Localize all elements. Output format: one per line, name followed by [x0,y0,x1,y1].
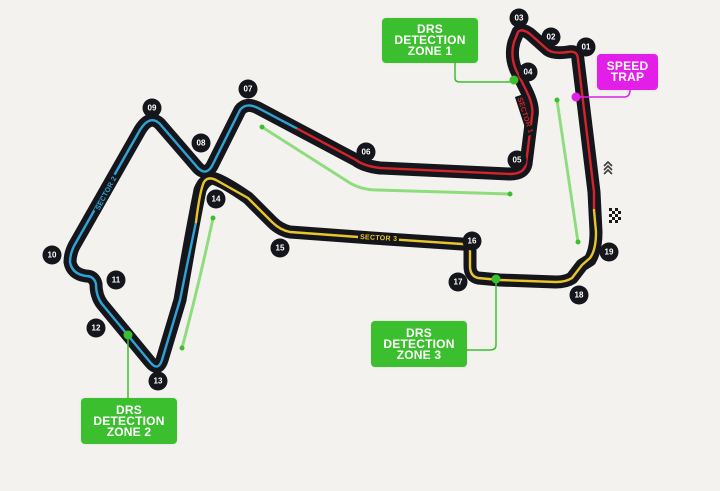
corner-marker-05: 05 [507,150,527,170]
chevrons-up-icon [603,160,613,175]
drs-detection-points [123,75,519,340]
drs-zone-1-line [260,125,512,196]
drs-connectors [127,63,514,398]
drs-3-line-2: DETECTION [383,336,455,351]
corner-marker-04: 04 [518,62,538,82]
corner-marker-14: 14 [206,189,226,209]
corner-marker-17: 17 [448,272,468,292]
corner-marker-11: 11 [106,270,126,290]
corner-marker-08: 08 [191,133,211,153]
corner-marker-02: 02 [541,27,561,47]
corner-marker-03: 03 [509,8,529,28]
drs-2-line-3: ZONE 2 [106,424,152,439]
drs-detection-zone-1-label: DRS DETECTION ZONE 1 [382,18,478,63]
corner-marker-18: 18 [569,285,589,305]
sector-2-path [68,104,298,368]
drs-2-line-1: DRS [116,402,142,417]
chequered-flag-icon [609,208,621,223]
speed-trap-connector [571,89,631,102]
speed-trap-line-2: TRAP [610,70,645,84]
corner-marker-07: 07 [238,79,258,99]
drs-detection-zone-2-label: DRS DETECTION ZONE 2 [81,398,177,444]
drs-zones [180,98,580,350]
sector-3-path [194,177,598,284]
drs-3-line-3: ZONE 3 [396,347,442,362]
drs-zone-2-line [180,216,215,350]
corner-marker-12: 12 [86,318,106,338]
drs-detection-zone-3-label: DRS DETECTION ZONE 3 [371,321,467,367]
drs-3-line-1: DRS [406,325,432,340]
corner-marker-13: 13 [148,371,168,391]
drs-1-line-3: ZONE 1 [407,44,453,58]
drs-zone-endpoints [179,97,581,351]
sector-1-path [294,29,596,212]
corner-marker-01: 01 [576,37,596,57]
corner-marker-16: 16 [462,231,482,251]
corner-marker-06: 06 [356,142,376,162]
drs-1-line-1: DRS [417,22,443,36]
corner-marker-19: 19 [599,242,619,262]
corner-marker-15: 15 [270,238,290,258]
speed-trap-label: SPEED TRAP [597,54,658,90]
drs-2-line-2: DETECTION [93,413,165,428]
corner-marker-10: 10 [42,245,62,265]
drs-1-line-2: DETECTION [394,33,466,47]
corner-marker-09: 09 [142,98,162,118]
speed-trap-line-1: SPEED [606,59,649,73]
drs-zone-3-line [555,98,580,244]
